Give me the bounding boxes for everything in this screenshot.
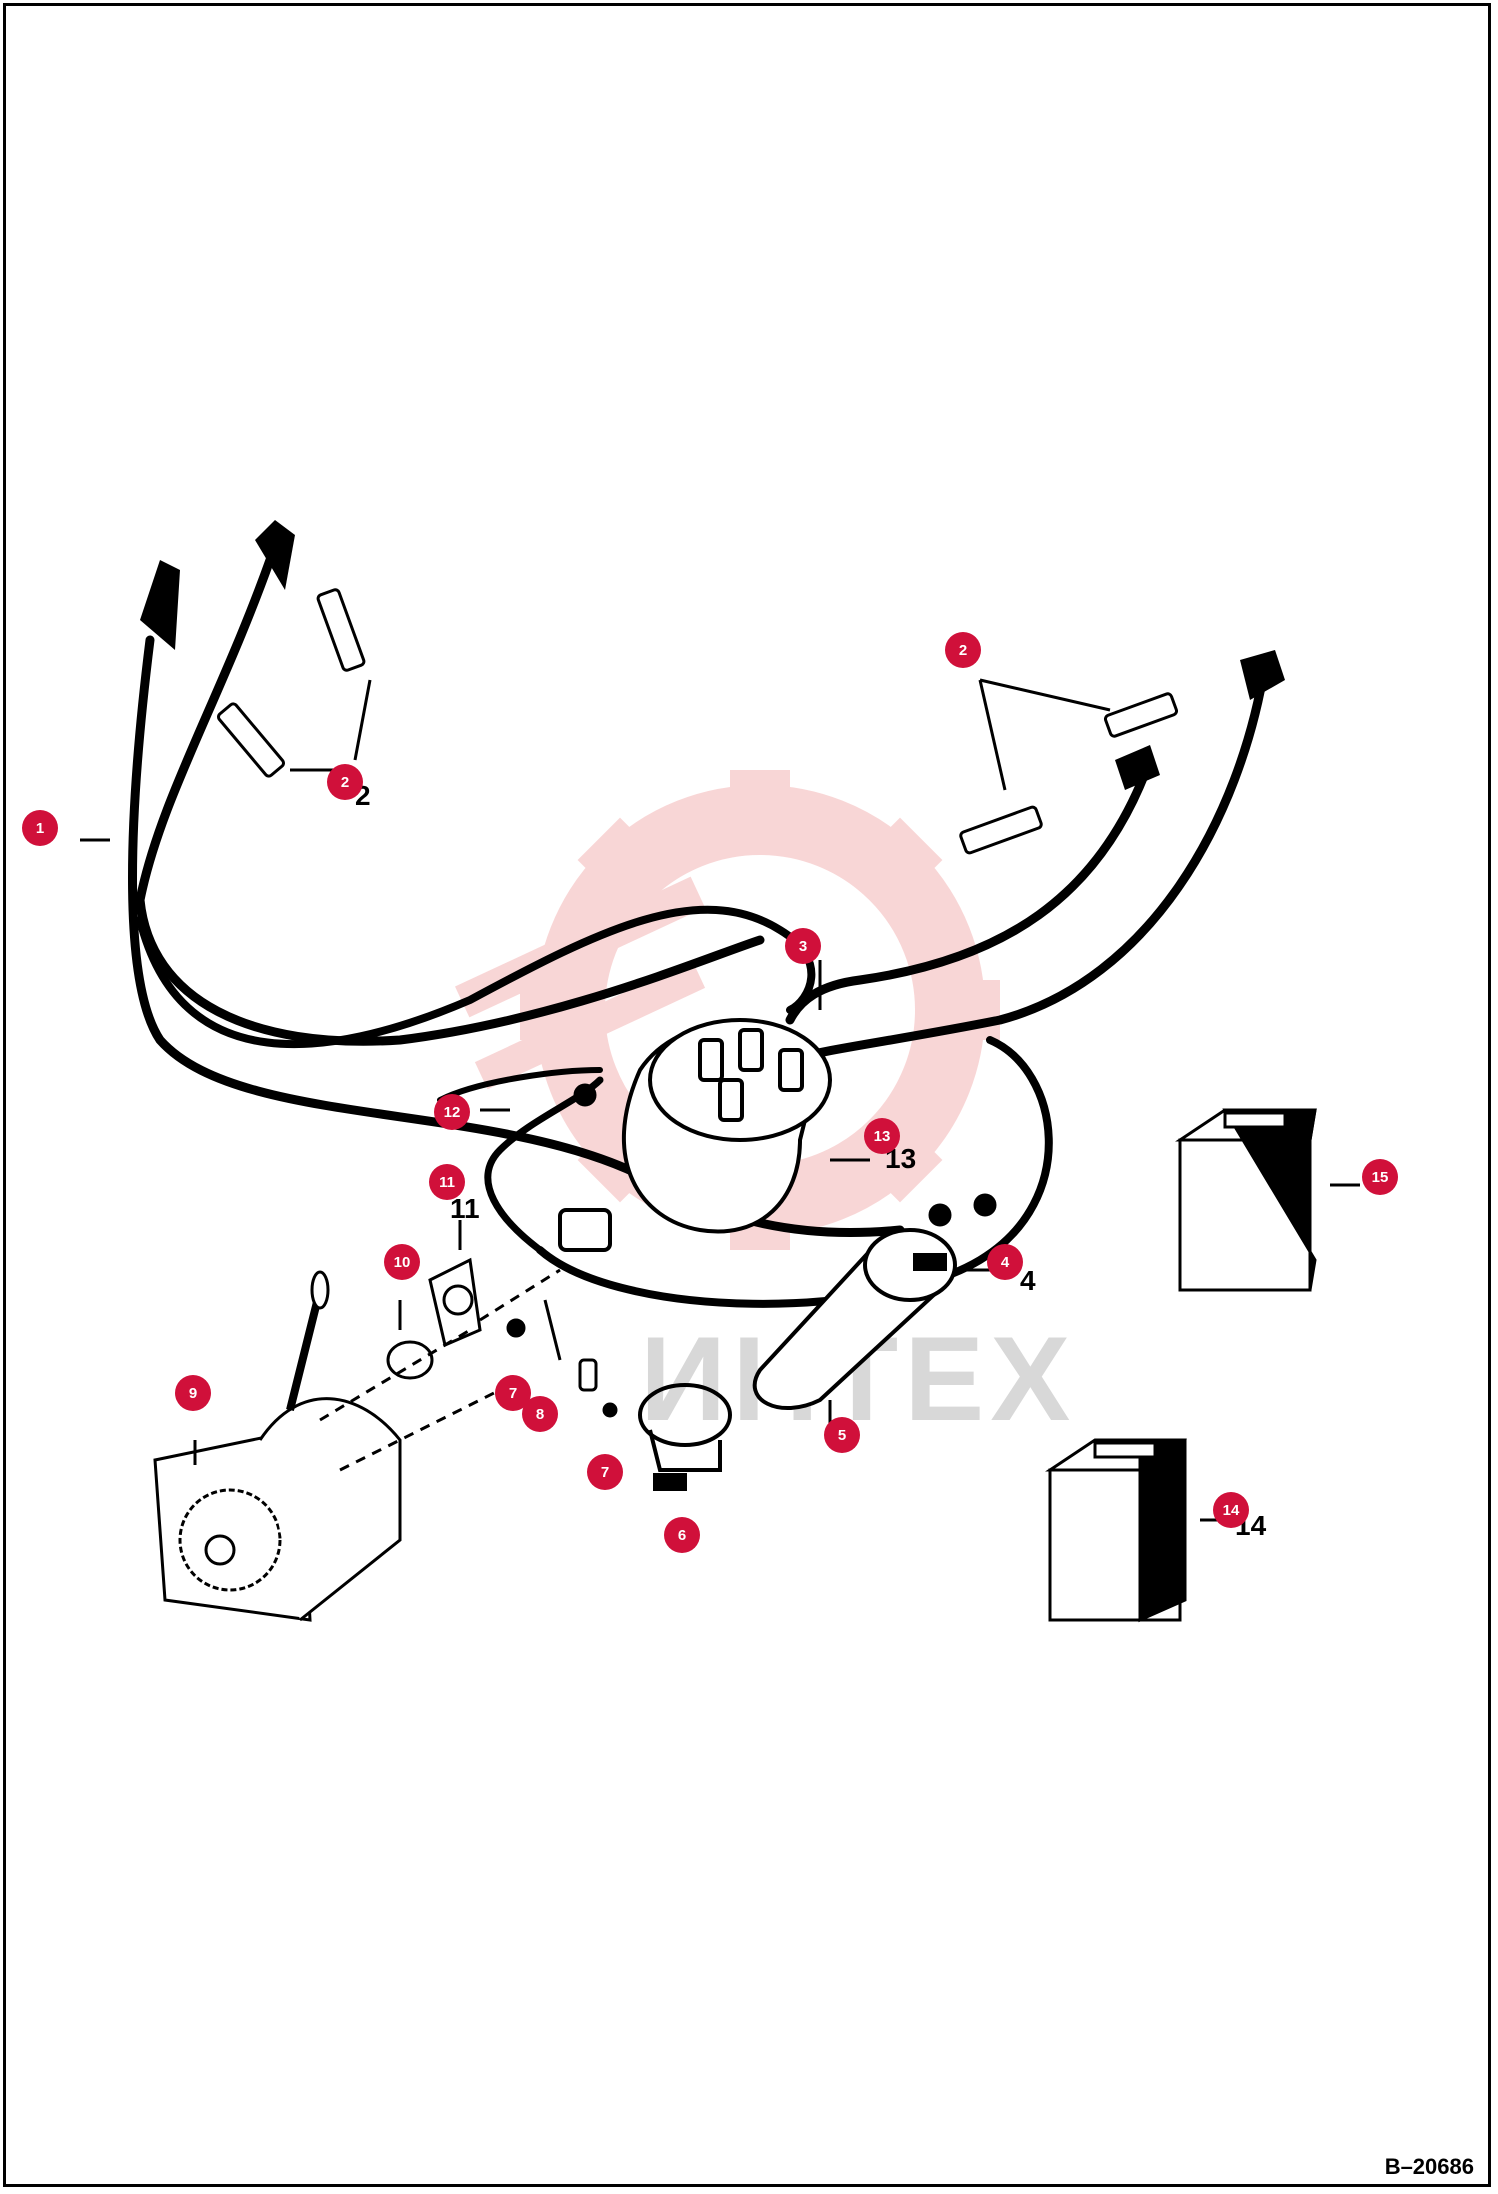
callout-label: 2 [959,642,967,659]
callout-label: 6 [678,1527,686,1544]
callout-label: 12 [444,1104,461,1121]
coil-clamp [638,1383,732,1491]
callout-12: 12 [434,1094,470,1130]
distributor [558,1018,832,1252]
callout-2a: 2 [327,764,363,800]
callout-label: 15 [1372,1169,1389,1186]
callout-label: 10 [394,1254,411,1271]
callout-2b: 2 [945,632,981,668]
callout-circle [429,1164,465,1200]
drawing-reference: B–20686 [1384,2154,1474,2179]
ignition-coil [752,1228,957,1410]
callout-7a: 7 [495,1375,531,1411]
callout-14: 14 [1213,1492,1249,1528]
callout-circle [434,1094,470,1130]
callout-circle [22,810,58,846]
callout-label: 4 [1001,1254,1010,1271]
spark-plugs [216,588,1179,855]
callout-label: 7 [509,1385,517,1402]
callout-circle [587,1454,623,1490]
callout-1: 1 [22,810,58,846]
callout-circle [495,1375,531,1411]
assembly-lines [319,1268,561,1472]
callout-circle [522,1396,558,1432]
callout-label: 1 [36,820,44,837]
callout-circle [327,764,363,800]
callout-9: 9 [175,1375,211,1411]
callout-11: 11 [429,1164,465,1200]
callout-label: 13 [874,1128,891,1145]
callout-8: 8 [522,1396,558,1432]
callout-circle [987,1244,1023,1280]
callout-4: 4 [987,1244,1023,1280]
printed-numbers: 2 4 13 14 11 [355,780,1267,1541]
callout-circle [824,1417,860,1453]
callout-circle [1362,1159,1398,1195]
svg-text:4: 4 [1020,1265,1036,1296]
part-box-15 [1175,1108,1317,1292]
callout-7b: 7 [587,1454,623,1490]
hardware-parts [386,1083,997,1418]
callout-label: 14 [1223,1502,1240,1519]
callout-circle [175,1375,211,1411]
callout-circle [1213,1492,1249,1528]
part-box-14 [1045,1438,1187,1623]
svg-text:11: 11 [450,1193,480,1224]
callout-label: 2 [341,774,349,791]
callout-label: 11 [439,1174,455,1191]
starter-motor [153,1270,402,1622]
callout-13: 13 [864,1118,900,1154]
callout-10: 10 [384,1244,420,1280]
callout-label: 7 [601,1464,609,1481]
callout-circle [384,1244,420,1280]
callout-label: 3 [799,938,807,955]
callout-6: 6 [664,1517,700,1553]
callout-label: 5 [838,1427,846,1444]
callout-circle [945,632,981,668]
callout-15: 15 [1362,1159,1398,1195]
drawing-frame [3,3,1491,2187]
plug-boots [140,520,1285,790]
callout-label: 9 [189,1385,197,1402]
callout-circle [664,1517,700,1553]
leader-lines [80,678,1360,1522]
callout-3: 3 [785,928,821,964]
callout-label: 8 [536,1406,544,1423]
callout-5: 5 [824,1417,860,1453]
callout-circle [864,1118,900,1154]
callout-circle [785,928,821,964]
